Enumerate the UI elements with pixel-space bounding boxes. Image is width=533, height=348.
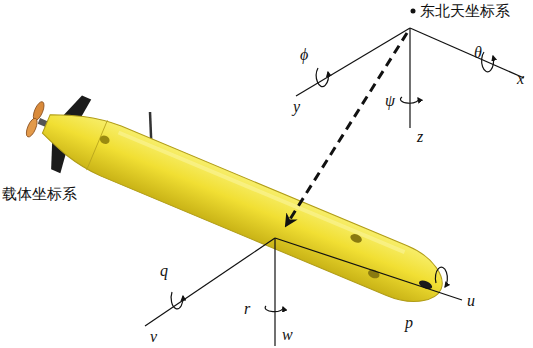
rotation-symbol: q: [160, 262, 168, 280]
rotation-symbol: ψ: [385, 92, 395, 110]
axis-name: y: [293, 98, 300, 116]
rotation-symbol: p: [405, 314, 413, 332]
axis-name: w: [282, 326, 293, 344]
frame-transform-arrow: [287, 33, 407, 224]
origin-dot: [411, 9, 416, 14]
axis-name: z: [417, 128, 423, 146]
axis-name: v: [150, 328, 157, 346]
frame-title: 东北天坐标系: [420, 3, 510, 20]
rotation-symbol: r: [244, 300, 250, 318]
axis-name: x: [517, 70, 524, 88]
rotation-symbol: θ: [474, 44, 482, 62]
body-axes: [145, 238, 462, 346]
earth-axes: [296, 28, 524, 128]
frame-title: 载体坐标系: [2, 186, 77, 203]
auv-body: [16, 81, 456, 326]
axis-name: u: [467, 292, 475, 310]
rotation-symbol: ϕ: [300, 46, 308, 64]
